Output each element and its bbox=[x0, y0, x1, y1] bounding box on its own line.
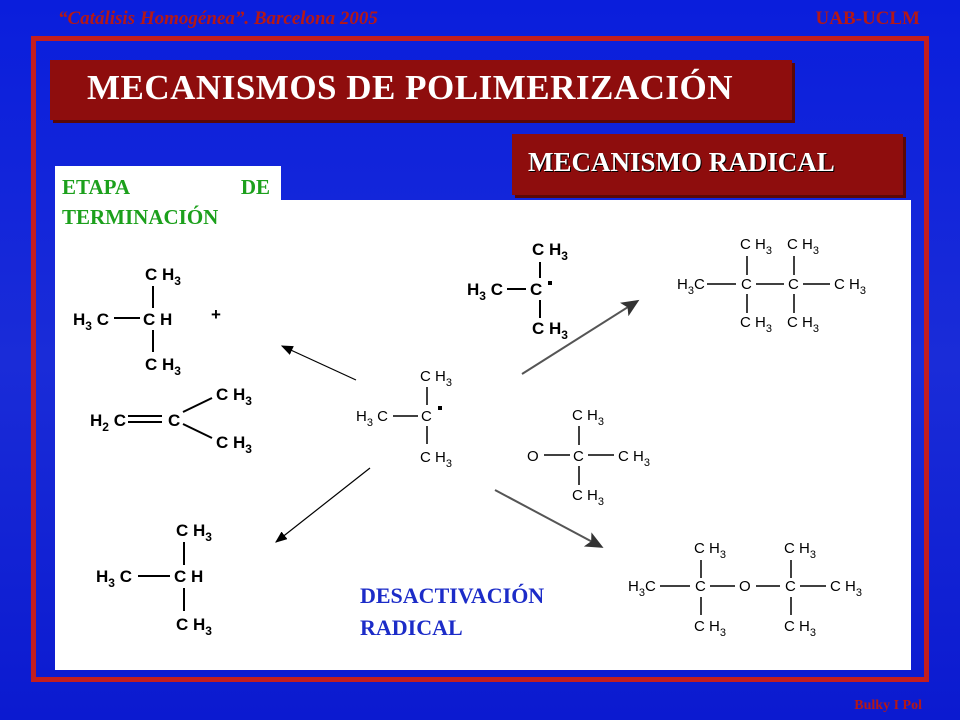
footer-credit: Bulky I Pol bbox=[854, 698, 922, 713]
svg-text:H3 C: H3 C bbox=[73, 310, 109, 333]
arrow-to-alkane bbox=[275, 467, 371, 543]
svg-text:C H3: C H3 bbox=[145, 355, 181, 378]
slide-frame bbox=[31, 36, 929, 682]
svg-text:C H3: C H3 bbox=[787, 314, 819, 335]
etapa-word1: ETAPA bbox=[62, 175, 131, 199]
svg-text:C: C bbox=[695, 578, 706, 595]
tert-butoxy-molecule: C H3 O C C H3 C H3 bbox=[527, 407, 650, 508]
svg-text:C H3: C H3 bbox=[787, 236, 819, 257]
desactivacion-line2: RADICAL bbox=[360, 615, 463, 640]
svg-text:C H3: C H3 bbox=[420, 449, 452, 470]
svg-text:C H3: C H3 bbox=[420, 368, 452, 389]
subtitle: MECANISMO RADICAL bbox=[528, 147, 835, 177]
etapa-label: ETAPA DE TERMINACIÓN bbox=[62, 172, 270, 232]
svg-text:O: O bbox=[527, 448, 539, 465]
svg-text:H3C: H3C bbox=[628, 578, 656, 599]
svg-text:C H3: C H3 bbox=[784, 540, 816, 561]
svg-text:C: C bbox=[741, 276, 752, 293]
svg-text:C: C bbox=[573, 448, 584, 465]
svg-text:C H3: C H3 bbox=[532, 319, 568, 342]
arrow-to-ether bbox=[494, 489, 604, 548]
svg-text:C H3: C H3 bbox=[830, 578, 862, 599]
desactivacion-label: DESACTIVACIÓN RADICAL bbox=[360, 580, 544, 644]
svg-text:C H3: C H3 bbox=[176, 615, 212, 638]
isobutane-molecule-bottom: C H3 H3 C C H C H3 bbox=[96, 521, 212, 638]
svg-text:C H: C H bbox=[143, 310, 172, 329]
etapa-line2: TERMINACIÓN bbox=[62, 205, 219, 229]
svg-text:C: C bbox=[788, 276, 799, 293]
svg-text:C H3: C H3 bbox=[694, 618, 726, 639]
svg-text:C H3: C H3 bbox=[216, 385, 252, 408]
svg-text:C H3: C H3 bbox=[216, 433, 252, 456]
svg-text:C H3: C H3 bbox=[834, 276, 866, 297]
svg-text:C H3: C H3 bbox=[618, 448, 650, 469]
diagram-panel bbox=[55, 200, 911, 670]
arrow-to-dimer bbox=[521, 299, 640, 375]
svg-text:C H3: C H3 bbox=[572, 407, 604, 428]
title-bar bbox=[50, 60, 792, 120]
svg-text:C H3: C H3 bbox=[740, 314, 772, 335]
svg-text:C H3: C H3 bbox=[176, 521, 212, 544]
svg-text:H2 C: H2 C bbox=[90, 411, 126, 434]
svg-text:C: C bbox=[421, 408, 432, 425]
desactivacion-line1: DESACTIVACIÓN bbox=[360, 583, 545, 608]
isobutylene-molecule: H2 C C C H3 C H3 bbox=[90, 385, 252, 456]
etapa-word2: DE bbox=[240, 175, 270, 199]
subtitle-bar bbox=[512, 134, 903, 195]
svg-text:C: C bbox=[530, 280, 542, 299]
svg-text:+: + bbox=[211, 305, 221, 324]
svg-text:C H3: C H3 bbox=[572, 487, 604, 508]
arrow-to-disproportionation bbox=[280, 345, 357, 381]
page-title: MECANISMOS DE POLIMERIZACIÓN bbox=[87, 68, 733, 107]
svg-text:C H: C H bbox=[174, 567, 203, 586]
etapa-box bbox=[55, 166, 281, 238]
tert-butyl-radical-center: C H3 H3 C C C H3 bbox=[356, 368, 452, 470]
svg-text:C H3: C H3 bbox=[784, 618, 816, 639]
ether-product-bottom: C H3 C H3 H3C C O C C H3 C H3 C H3 bbox=[628, 540, 862, 639]
tert-butyl-radical-top: C H3 H3 C C C H3 bbox=[467, 240, 568, 342]
svg-text:C H3: C H3 bbox=[740, 236, 772, 257]
svg-text:O: O bbox=[739, 578, 751, 595]
header-right: UAB-UCLM bbox=[815, 8, 921, 29]
svg-text:C H3: C H3 bbox=[694, 540, 726, 561]
isobutane-molecule-top: C H3 H3 C C H C H3 + bbox=[73, 265, 221, 378]
svg-text:H3 C: H3 C bbox=[356, 408, 388, 429]
svg-text:C: C bbox=[168, 411, 180, 430]
svg-text:H3C: H3C bbox=[677, 276, 705, 297]
svg-text:C H3: C H3 bbox=[145, 265, 181, 288]
svg-text:C H3: C H3 bbox=[532, 240, 568, 263]
svg-text:H3 C: H3 C bbox=[96, 567, 132, 590]
dimer-product-top: C H3 C H3 H3C C C C H3 C H3 C H3 bbox=[677, 236, 866, 335]
header-left: “Catálisis Homogénea”. Barcelona 2005 bbox=[58, 8, 378, 29]
svg-text:C: C bbox=[785, 578, 796, 595]
svg-text:H3 C: H3 C bbox=[467, 280, 503, 303]
